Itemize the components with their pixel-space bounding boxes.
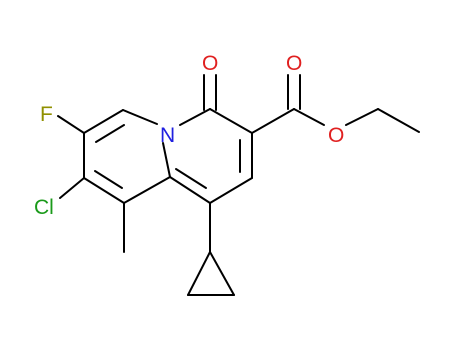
atom-label-group: F Cl N O O O <box>34 52 344 219</box>
bond-c6-n <box>122 109 158 125</box>
bond-c6-c6-double <box>95 124 125 143</box>
bond-c4-c3 <box>209 108 253 134</box>
bond-c1-c9a-double <box>175 168 207 189</box>
bond-c8-cl <box>59 177 85 199</box>
bond-ethyl-ch2-ch3 <box>377 108 420 133</box>
bond-c3-ester-carbon <box>251 108 295 134</box>
bond-group <box>57 74 420 296</box>
bond-cyclopropyl-b <box>209 251 235 296</box>
bond-c9-c8 <box>83 177 125 204</box>
bond-o-ester-ethyl-ch2 <box>345 108 379 126</box>
atom-label-chlorine: Cl <box>34 196 54 219</box>
atom-label-oxygen-carbonyl: O <box>286 52 302 75</box>
bond-c7-f <box>57 115 85 134</box>
bond-c7-c6 <box>83 109 124 134</box>
bond-n-c9a <box>162 142 171 178</box>
bond-c1-c9a <box>169 176 211 204</box>
atom-label-nitrogen: N <box>160 124 175 147</box>
bond-c9a-c9 <box>123 176 171 204</box>
bond-n-c4 <box>179 108 211 126</box>
bond-c2-c1 <box>209 177 253 204</box>
bond-ester-carbon-o-ester <box>293 108 325 126</box>
bond-cyclopropyl-a <box>187 251 211 296</box>
atom-label-fluorine: F <box>40 103 53 126</box>
bond-c9-c8-double <box>94 170 123 189</box>
atom-label-oxygen-ester: O <box>328 124 344 147</box>
atom-label-oxygen-ketone: O <box>202 52 218 75</box>
